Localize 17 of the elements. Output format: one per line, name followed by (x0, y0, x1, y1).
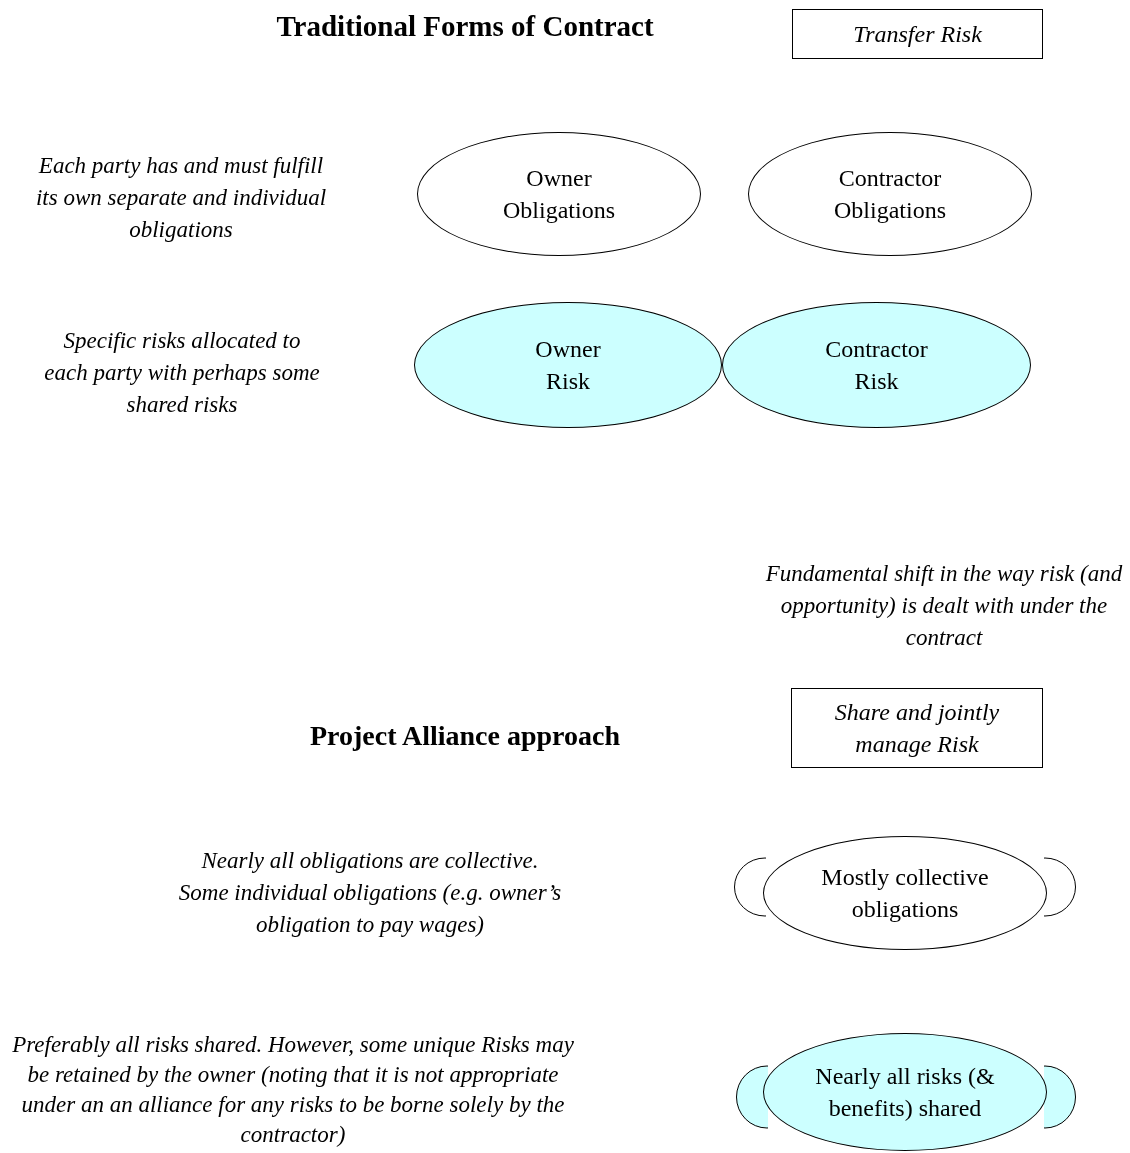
node-text: Mostly collective obligations (820, 863, 990, 924)
node-text: Nearly all risks (& benefits) shared (814, 1062, 996, 1123)
node-text: Owner Risk (534, 335, 602, 396)
risk-box (791, 688, 1043, 768)
diagram-title: Traditional Forms of Contract (275, 10, 655, 43)
section-heading: Project Alliance approach (308, 720, 621, 752)
description-text: Fundamental shift in the way risk (and opportunity) is dealt with under the contract (764, 560, 1124, 652)
description-text: Nearly all obligations are collective. Some individual obligations (e.g. owner’s obligation to pay wages) (177, 847, 563, 939)
node-text: Share and jointly manage Risk (833, 698, 1001, 759)
description-text: Preferably all risks shared. However, some unique Risks may be retained by the owner (noting that it is not appropriate under an an alliance for any risks to be borne solely by the contractor) (11, 1031, 575, 1149)
description-text: Each party has and must fulfill its own separate and individual obligations (34, 152, 328, 244)
node-text: Contractor Obligations (833, 164, 947, 225)
risk-box (792, 9, 1043, 59)
node-text: Contractor Risk (824, 335, 929, 396)
node-text: Transfer Risk (852, 20, 983, 49)
node-text: Owner Obligations (502, 164, 616, 225)
description-text: Specific risks allocated to each party with perhaps some shared risks (43, 327, 321, 419)
